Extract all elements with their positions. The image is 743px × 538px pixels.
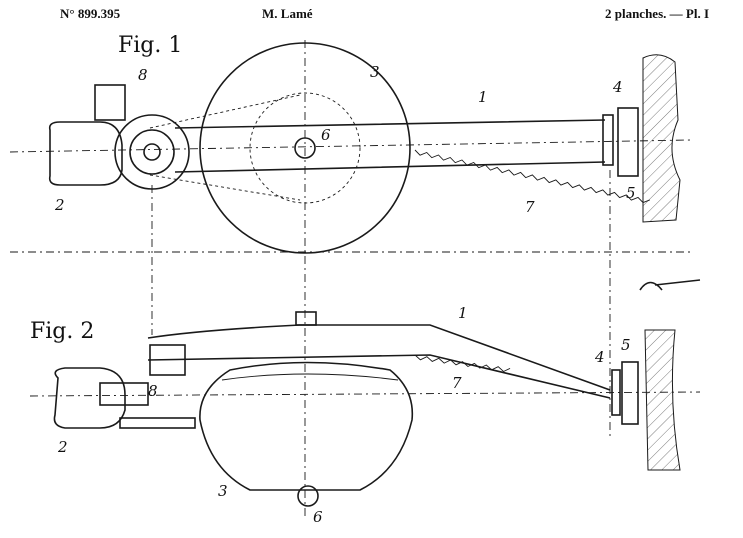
fig1-plate xyxy=(617,107,639,177)
fig2-top-block xyxy=(295,311,317,326)
fig2-label-5: 5 xyxy=(621,336,631,354)
fig2-motor xyxy=(53,367,126,429)
fig2-top-curve xyxy=(639,279,701,291)
fig2-label-4: 4 xyxy=(594,348,605,366)
fig2-label-3: 3 xyxy=(218,482,228,500)
fig1-label-4: 4 xyxy=(612,78,623,96)
fig2-spring xyxy=(414,354,511,373)
fig1-bracket xyxy=(602,114,614,166)
fig2-coupling xyxy=(99,382,149,406)
fig2-title: Fig. 2 xyxy=(30,319,94,344)
fig2-bowl-rim xyxy=(221,373,399,381)
fig2-label-2: 2 xyxy=(57,438,68,456)
fig1-motor xyxy=(48,121,123,186)
fig1-wall xyxy=(642,54,681,223)
fig1-arm xyxy=(174,119,606,173)
fig1-label-2: 2 xyxy=(54,196,65,214)
plates-info: 2 planches. — Pl. I xyxy=(604,6,709,21)
fig1-label-8: 8 xyxy=(138,66,148,84)
inventor-name: M. Lamé xyxy=(262,6,313,21)
fig2-plate xyxy=(621,361,639,425)
fig2-label-8: 8 xyxy=(148,382,158,400)
fig2-label-7: 7 xyxy=(452,374,462,392)
fig2-bottom-hub xyxy=(297,485,319,507)
fig2-base-plate xyxy=(119,417,196,429)
fig1-label-1: 1 xyxy=(478,88,488,106)
fig1-motor-pulley-inner xyxy=(129,129,175,175)
fig2-wall xyxy=(644,329,681,471)
fig1-label-6: 6 xyxy=(321,126,331,144)
fig1-belt xyxy=(149,94,301,201)
fig1-motor-pulley xyxy=(114,114,190,190)
fig1-label-5: 5 xyxy=(626,184,636,202)
fig2-label-6: 6 xyxy=(313,508,323,526)
fig1-centerline xyxy=(9,139,691,153)
fig1-label-7: 7 xyxy=(525,198,535,216)
fig1-spring xyxy=(414,149,650,204)
fig1-label-3: 3 xyxy=(370,63,380,81)
fig2-arm xyxy=(147,324,611,399)
fig2-bracket xyxy=(611,369,621,416)
fig2-label-1: 1 xyxy=(458,304,468,322)
fig1-motor-head xyxy=(94,84,126,121)
fig1-title: Fig. 1 xyxy=(118,33,182,58)
patent-number: N° 899.395 xyxy=(60,6,121,21)
fig2-bowl xyxy=(199,361,414,491)
fig2-gearbox xyxy=(149,344,186,376)
fig1-motor-shaft xyxy=(143,143,161,161)
